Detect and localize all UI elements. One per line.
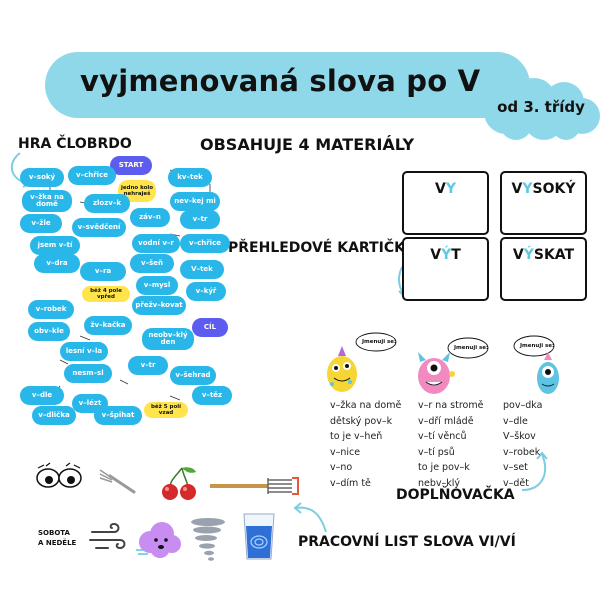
board-cell: v–mysl <box>136 276 178 295</box>
cherries-icon <box>162 467 196 500</box>
water-glass-icon <box>243 513 275 560</box>
page-title: vyjmenovaná slova po V <box>80 64 481 98</box>
board-cell: v–tr <box>180 210 220 229</box>
wind-icon <box>89 522 126 550</box>
eyes-icon <box>36 462 82 488</box>
fill-in-item: v–no <box>330 462 353 473</box>
board-cell: obv–kle <box>28 322 70 341</box>
fill-in-item: v–dle <box>503 415 528 427</box>
board-cell: v–šehrad <box>170 366 216 385</box>
board-cell: neobv–klý den <box>142 328 194 350</box>
board-cell: v–ra <box>80 262 126 281</box>
worksheet-label: PRACOVNÍ LIST SLOVA VI/VÍ <box>298 534 516 550</box>
board-cell: v–špihat <box>94 406 142 425</box>
blue-monster-icon <box>537 352 559 394</box>
board-cell: v–chřice <box>180 234 230 253</box>
weekend-label: SOBOTA A NEDĚLE <box>38 529 77 547</box>
pitchfork-icon <box>210 477 299 495</box>
fill-in-column-2: v–r na stromě v–dří mládě v–tí věnců v–t… <box>418 398 483 491</box>
cloud-face-icon <box>136 522 181 558</box>
board-cell: v–těz <box>192 386 232 405</box>
board-cell: v–svědčení <box>72 218 126 237</box>
fill-in-item: v–žka na domě <box>330 400 402 411</box>
board-cell: v–tr <box>128 356 168 375</box>
board-cell: v–kýř <box>186 282 226 301</box>
board-cell: v–dra <box>34 254 80 273</box>
board-cell: přežv–kovat <box>132 296 186 315</box>
fill-in-label: DOPLŇOVAČKA <box>396 487 515 503</box>
board-cell: zlozv–k <box>84 194 130 213</box>
fill-in-item: v–dím tě <box>330 477 371 489</box>
board-cell: běž 5 polí vzad <box>144 402 188 418</box>
fill-in-item: v–dět <box>503 477 529 489</box>
fill-in-item: v–set <box>503 462 528 473</box>
bubble-text: Jmenuji se: <box>520 343 555 349</box>
monsters-illustration <box>327 332 559 394</box>
board-game: START v–soký v–chřice jedno kolo nehraje… <box>20 150 245 430</box>
arrow-fill-in-icon <box>521 451 548 491</box>
fill-in-item: pov–dka <box>503 400 543 411</box>
board-cell: v–dlička <box>32 406 76 425</box>
board-game-label: HRA ČLOBRDO <box>18 136 132 152</box>
fill-in-item: V–škov <box>503 431 536 442</box>
pink-monster-icon <box>418 352 455 394</box>
arrow-worksheet-icon <box>293 502 327 533</box>
fill-in-item: v–r na stromě <box>418 400 484 411</box>
fill-in-item: v–dří mládě <box>418 415 474 427</box>
board-cell: nev–kej mi <box>170 192 220 211</box>
tornado-icon <box>191 518 225 561</box>
board-cell: běž 4 pole vpřed <box>82 286 130 302</box>
board-cell: v–šeň <box>130 254 174 273</box>
board-cell: CÍL <box>192 318 228 337</box>
title-banner <box>45 52 530 118</box>
fill-in-item: nebv–klý <box>418 477 461 489</box>
bubble-text: Jmenuji se: <box>362 339 397 345</box>
cloud-badge-shape <box>484 78 600 140</box>
board-cell: žv–kačka <box>84 316 132 335</box>
fill-in-column-3: pov–dka v–dle V–škov v–robek v–set v–dět <box>503 398 542 491</box>
fill-in-item: to je v–heň <box>330 431 383 442</box>
board-cell: lesní v–la <box>60 342 108 361</box>
board-cell: kv–tek <box>168 168 212 187</box>
fork-icon <box>99 469 136 494</box>
fill-in-column-1: v–žka na domě dětský pov–k to je v–heň v… <box>330 398 401 491</box>
board-cell: v–dle <box>20 386 64 405</box>
board-cell: v–žle <box>20 214 62 233</box>
board-cell: START <box>110 156 152 175</box>
board-cell: v–soký <box>20 168 64 187</box>
board-cell: jsem v–tí <box>30 236 80 255</box>
board-cell: v–robek <box>28 300 74 319</box>
materials-heading: OBSAHUJE 4 MATERIÁLY <box>200 135 415 154</box>
grade-badge: od 3. třídy <box>497 98 585 116</box>
fill-in-item: v–tí věnců <box>418 431 467 442</box>
fill-in-item: dětský pov–k <box>330 415 393 427</box>
fill-in-item: v–robek <box>503 446 541 458</box>
yellow-monster-icon <box>327 346 357 392</box>
board-cell: V–tek <box>180 260 224 279</box>
fill-in-item: to je pov–k <box>418 462 470 473</box>
fill-in-item: v–nice <box>330 446 361 458</box>
board-cell: nesm–sl <box>64 364 112 383</box>
board-cell: v–žka na domě <box>22 190 72 212</box>
cards-label: PŘEHLEDOVÉ KARTIČKY <box>228 240 416 256</box>
board-cell: záv–n <box>130 208 170 227</box>
board-cell: v–chřice <box>68 166 116 185</box>
fill-in-item: v–tí psů <box>418 446 455 458</box>
board-cell: vodní v–r <box>132 234 180 253</box>
bubble-text: Jmenuji se: <box>454 345 489 351</box>
